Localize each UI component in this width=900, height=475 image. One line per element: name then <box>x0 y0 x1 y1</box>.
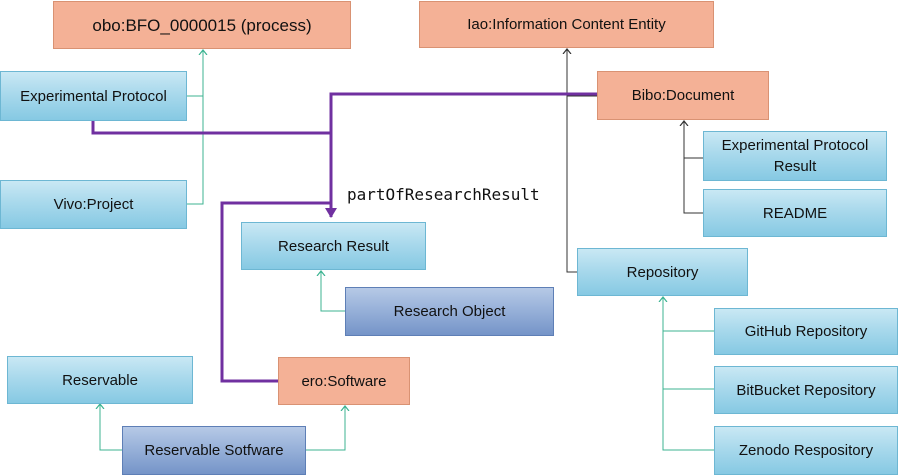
edge-bitbucket-to-repository <box>662 331 714 390</box>
research-object-node: Research Object <box>345 287 554 336</box>
edge-exp-protocol-result-to-document <box>684 121 703 159</box>
experimental-protocol-node: Experimental Protocol <box>0 71 187 121</box>
zenodo-repository-node: Zenodo Respository <box>714 426 898 475</box>
edge-reservable-software-to-ero-software <box>306 406 345 451</box>
relation-ero-software-part-of <box>220 201 331 383</box>
research-result-node: Research Result <box>241 222 426 270</box>
bibo-document-node: Bibo:Document <box>597 71 769 120</box>
edge-bibo-document-to-ice <box>567 49 597 97</box>
github-repository-node: GitHub Repository <box>714 308 898 355</box>
edge-zenodo-to-repository <box>662 389 714 451</box>
reservable-node: Reservable <box>7 356 193 404</box>
edge-experimental-protocol-to-process <box>187 50 203 97</box>
ero-software-node: ero:Software <box>278 357 410 405</box>
edge-repository-to-ice <box>566 96 577 273</box>
readme-node: README <box>703 189 887 237</box>
information-content-entity-node: Iao:Information Content Entity <box>419 1 714 48</box>
edge-github-to-repository <box>663 297 714 332</box>
edge-research-object-to-research-result <box>321 271 345 312</box>
part-of-research-result-label: partOfResearchResult <box>347 185 540 204</box>
vivo-project-node: Vivo:Project <box>0 180 187 229</box>
reservable-software-node: Reservable Sotfware <box>122 426 306 475</box>
edge-reservable-software-to-reservable <box>100 404 122 451</box>
relation-bibo-document-part-of <box>329 92 597 133</box>
process-node: obo:BFO_0000015 (process) <box>53 1 351 49</box>
edge-readme-to-document <box>683 158 703 214</box>
bitbucket-repository-node: BitBucket Repository <box>714 366 898 414</box>
repository-node: Repository <box>577 248 748 296</box>
experimental-protocol-result-node: Experimental Protocol Result <box>703 131 887 181</box>
relation-experimental-protocol-part-of <box>91 121 337 218</box>
edge-vivo-project-to-process <box>187 96 204 205</box>
